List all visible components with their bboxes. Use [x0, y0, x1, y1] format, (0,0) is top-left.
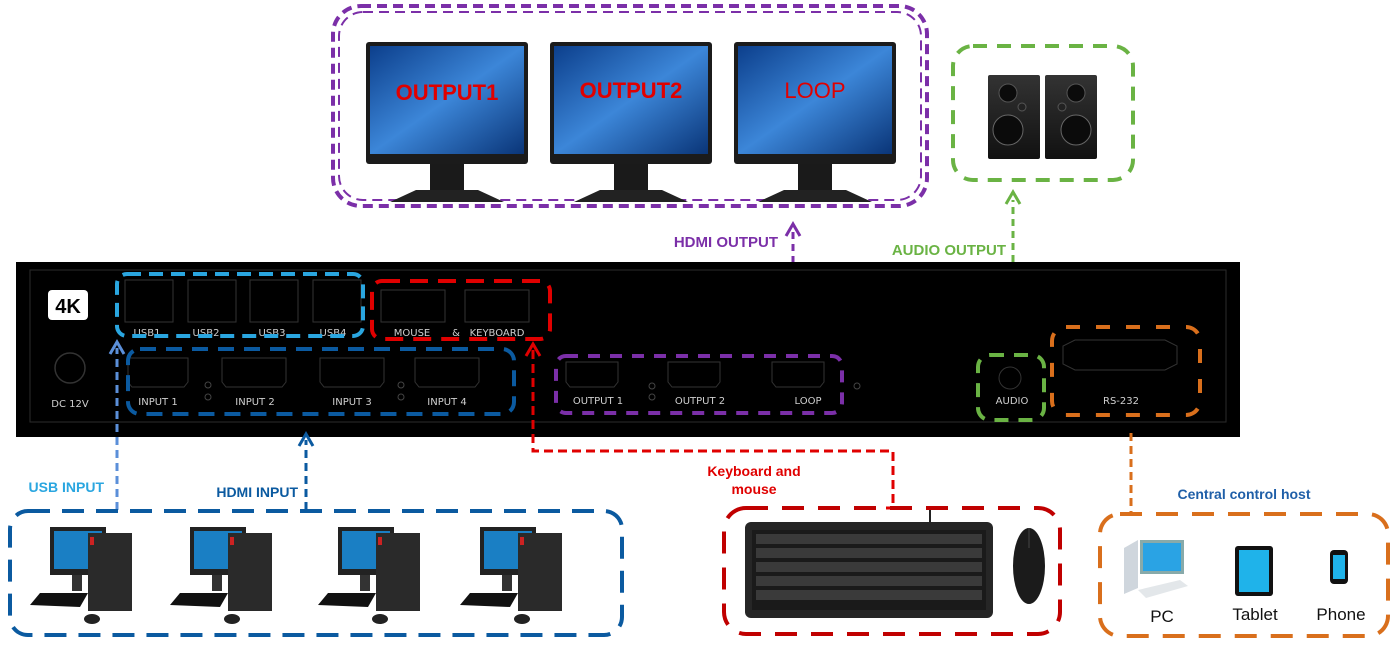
- hdmi-output-port: [771, 361, 825, 388]
- ampersand-label: &: [452, 328, 460, 339]
- audio-output-label: AUDIO OUTPUT: [892, 242, 1006, 259]
- monitor-output1: OUTPUT1: [366, 42, 528, 202]
- hdmi-input-label: INPUT 2: [235, 397, 274, 408]
- phone-icon: [1330, 550, 1348, 584]
- 4k-badge-text: 4K: [55, 296, 81, 318]
- hdmi-output-label: LOOP: [795, 396, 822, 407]
- usb-port: [312, 279, 362, 323]
- hdmi-input-connector: HDMI INPUT: [216, 431, 315, 510]
- hdmi-input-port: [221, 357, 287, 388]
- rs232-port: RS-232: [1050, 325, 1202, 417]
- rs232-port-label: RS-232: [1103, 396, 1139, 407]
- hdmi-input-label: INPUT 4: [427, 397, 466, 408]
- usb-port-label: USB4: [320, 328, 347, 339]
- usb-group-border: [115, 272, 365, 338]
- keyboard-icon: [745, 510, 993, 618]
- hdmi-output-label: OUTPUT 1: [573, 396, 623, 407]
- usb-port: [124, 279, 174, 323]
- audio-port: AUDIO: [976, 353, 1046, 422]
- computer-icon: [460, 527, 562, 624]
- usb-port-label: USB2: [193, 328, 220, 339]
- computers-group-border: [8, 509, 624, 637]
- mouse-keyboard-ports: MOUSE & KEYBOARD: [370, 279, 552, 341]
- hdmi-output-label: OUTPUT 2: [675, 396, 725, 407]
- keyboard-mouse-label-line2: mouse: [731, 481, 776, 497]
- usb-port-label: USB3: [259, 328, 286, 339]
- monitor-output2: OUTPUT2: [550, 42, 712, 202]
- usb-input-connector: USB INPUT: [29, 339, 126, 510]
- rs232-connector: [1062, 339, 1178, 371]
- hdmi-input-ports: INPUT 1 INPUT 2 INPUT 3 INPUT 4: [126, 347, 516, 416]
- keyboard-mouse-group: [722, 506, 1062, 636]
- hdmi-output-port: [565, 361, 619, 388]
- audio-jack: [998, 366, 1022, 390]
- audio-port-label: AUDIO: [996, 396, 1029, 407]
- keyboard-port-label: KEYBOARD: [470, 328, 525, 339]
- keyboard-mouse-label-line1: Keyboard and: [707, 463, 800, 479]
- mouse-port: [380, 289, 446, 323]
- keyboard-mouse-connector: Keyboard and mouse: [524, 341, 900, 510]
- monitor-label: OUTPUT1: [396, 80, 499, 105]
- 4k-badge: [48, 290, 88, 320]
- audio-output-group: [951, 44, 1135, 182]
- hdmi-output-connector: HDMI OUTPUT: [674, 221, 802, 275]
- power-jack: [54, 352, 86, 384]
- audio-group-border: [976, 353, 1046, 422]
- usb-input-label: USB INPUT: [29, 479, 105, 495]
- hdmi-input-port: [319, 357, 385, 388]
- kvm-device-rear-panel: 4K DC 12V USB1 USB2 USB3 USB4 MOUSE & KE…: [16, 262, 1240, 437]
- computer-icon: [30, 527, 132, 624]
- monitor-loop: LOOP: [734, 42, 896, 202]
- tablet-label: Tablet: [1232, 605, 1278, 624]
- hdmi-output-group-border: [554, 354, 844, 415]
- speaker-icon: [988, 75, 1097, 159]
- hdmi-output-group: OUTPUT1 OUTPUT2 LOOP: [331, 4, 929, 208]
- hdmi-output-label: HDMI OUTPUT: [674, 234, 778, 251]
- computer-icon: [170, 527, 272, 624]
- hdmi-input-label: HDMI INPUT: [216, 484, 298, 500]
- power-label: DC 12V: [51, 399, 89, 410]
- monitor-label: OUTPUT2: [580, 78, 683, 103]
- usb-port: [249, 279, 299, 323]
- mouse-port-label: MOUSE: [394, 328, 430, 339]
- rs232-group-border: [1050, 325, 1202, 417]
- mouse-icon: [1013, 528, 1045, 604]
- central-control-border: [1098, 512, 1390, 638]
- central-control-group: PC Tablet Phone: [1098, 512, 1390, 638]
- pc-icon: [1124, 540, 1188, 598]
- usb-port-label: USB1: [134, 328, 161, 339]
- hdmi-input-group-border: [126, 347, 516, 416]
- source-computers-group: [8, 509, 624, 637]
- keyboard-group-border: [722, 506, 1062, 636]
- hdmi-output-ports: OUTPUT 1 OUTPUT 2 LOOP: [554, 354, 861, 415]
- audio-group-border: [951, 44, 1135, 182]
- hdmi-input-label: INPUT 1: [138, 397, 177, 408]
- tablet-icon: [1235, 546, 1273, 596]
- keyboard-port: [464, 289, 530, 323]
- hdmi-input-label: INPUT 3: [332, 397, 371, 408]
- usb-ports: USB1 USB2 USB3 USB4: [115, 272, 365, 339]
- monitor-label: LOOP: [784, 78, 845, 103]
- phone-label: Phone: [1316, 605, 1365, 624]
- computer-icon: [318, 527, 420, 624]
- hdmi-output-port: [667, 361, 721, 388]
- rs232-connector-line: Central control host: [1129, 433, 1311, 514]
- hdmi-input-port: [414, 357, 480, 388]
- usb-port: [187, 279, 237, 323]
- central-control-label: Central control host: [1177, 486, 1310, 502]
- pc-label: PC: [1150, 607, 1174, 626]
